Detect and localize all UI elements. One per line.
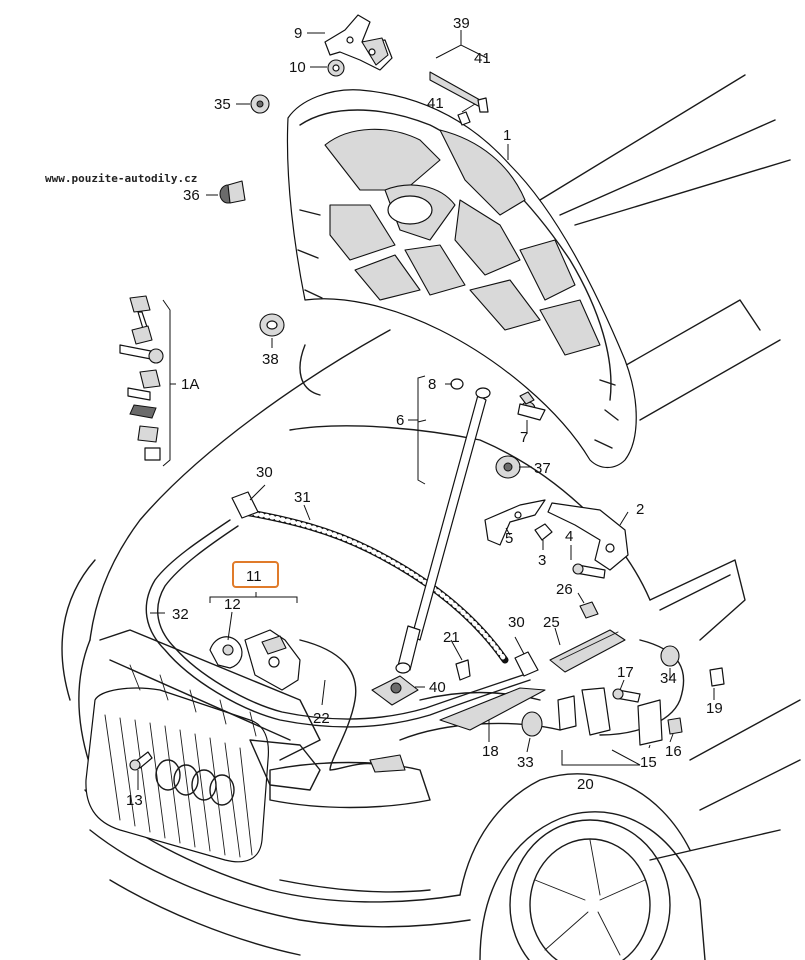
part-2-hinge — [547, 502, 629, 571]
callout-17: 17 — [617, 664, 634, 681]
part-39-strip — [429, 71, 489, 126]
callout-8: 8 — [428, 376, 436, 393]
part-19-clip — [709, 667, 725, 687]
callout-32: 32 — [172, 606, 189, 623]
callout-11: 11 — [246, 568, 262, 585]
callout-41-top: 41 — [474, 50, 491, 67]
callout-21: 21 — [443, 629, 460, 646]
part-34-grommet — [660, 645, 680, 667]
part-9-bracket — [324, 14, 393, 71]
part-13-bolt — [129, 751, 153, 771]
callout-30-right: 30 — [508, 614, 525, 631]
callout-1: 1 — [503, 127, 511, 144]
part-11-lock — [244, 629, 301, 691]
callout-30-left: 30 — [256, 464, 273, 481]
part-26-nut — [579, 601, 599, 619]
callout-13: 13 — [126, 792, 143, 809]
callout-26: 26 — [556, 581, 573, 598]
callout-31: 31 — [294, 489, 311, 506]
part-4-bolt — [572, 563, 606, 579]
logo-rings — [155, 759, 235, 806]
callout-6: 6 — [396, 412, 404, 429]
part-3-nut — [534, 523, 553, 541]
part-12-hook — [209, 636, 243, 669]
callout-20: 20 — [577, 776, 594, 793]
hood-panel — [286, 89, 637, 469]
part-1A-fasteners — [119, 295, 164, 461]
part-37-grommet — [495, 455, 521, 479]
part-21-clip — [455, 659, 471, 681]
callout-35: 35 — [214, 96, 231, 113]
callout-22: 22 — [313, 710, 330, 727]
leader-lines — [137, 30, 715, 790]
callout-2: 2 — [636, 501, 644, 518]
part-17-bolt — [612, 688, 641, 703]
vehicle-body — [61, 74, 801, 960]
part-35-grommet — [250, 94, 270, 114]
part-40-bracket — [371, 675, 419, 706]
callout-7: 7 — [520, 429, 528, 446]
callout-33: 33 — [517, 754, 534, 771]
callout-labels: 9 10 35 36 38 39 41 41 1 1A 8 6 7 37 2 5… — [126, 15, 723, 809]
part-8-circlip — [450, 378, 464, 390]
part-36-buffer — [219, 180, 246, 204]
highlight-box-part-11 — [232, 561, 279, 588]
callout-37: 37 — [534, 460, 551, 477]
part-30-clip-b — [514, 651, 539, 677]
callout-15: 15 — [640, 754, 657, 771]
callout-40: 40 — [429, 679, 446, 696]
callout-38: 38 — [262, 351, 279, 368]
callout-19: 19 — [706, 700, 723, 717]
part-7-ballstud — [517, 391, 546, 421]
part-15-bracket — [637, 699, 663, 746]
callout-34: 34 — [660, 670, 677, 687]
callout-36: 36 — [183, 187, 200, 204]
callout-9: 9 — [294, 25, 302, 42]
callout-39: 39 — [453, 15, 470, 32]
callout-25: 25 — [543, 614, 560, 631]
callout-1A: 1A — [181, 376, 199, 393]
callout-3: 3 — [538, 552, 546, 569]
part-25-bracket — [549, 629, 626, 673]
callout-10: 10 — [289, 59, 306, 76]
callout-12: 12 — [224, 596, 241, 613]
gas-strut — [395, 387, 491, 674]
part-16-clip — [667, 717, 683, 735]
part-33-grommet — [521, 711, 543, 737]
part-10-nut — [327, 59, 345, 77]
callout-16: 16 — [665, 743, 682, 760]
callout-41-bottom: 41 — [427, 95, 444, 112]
callout-5: 5 — [505, 530, 513, 547]
callout-18: 18 — [482, 743, 499, 760]
part-38-bushing — [259, 313, 285, 337]
part-18-release-lever — [439, 687, 546, 731]
watermark-text: www.pouzite-autodily.cz — [45, 172, 197, 185]
part-5-bracket — [484, 499, 546, 546]
callout-4: 4 — [565, 528, 573, 545]
part-20-cover — [557, 687, 611, 736]
seal-strips — [145, 508, 531, 728]
part-30-clip-a — [231, 491, 259, 519]
